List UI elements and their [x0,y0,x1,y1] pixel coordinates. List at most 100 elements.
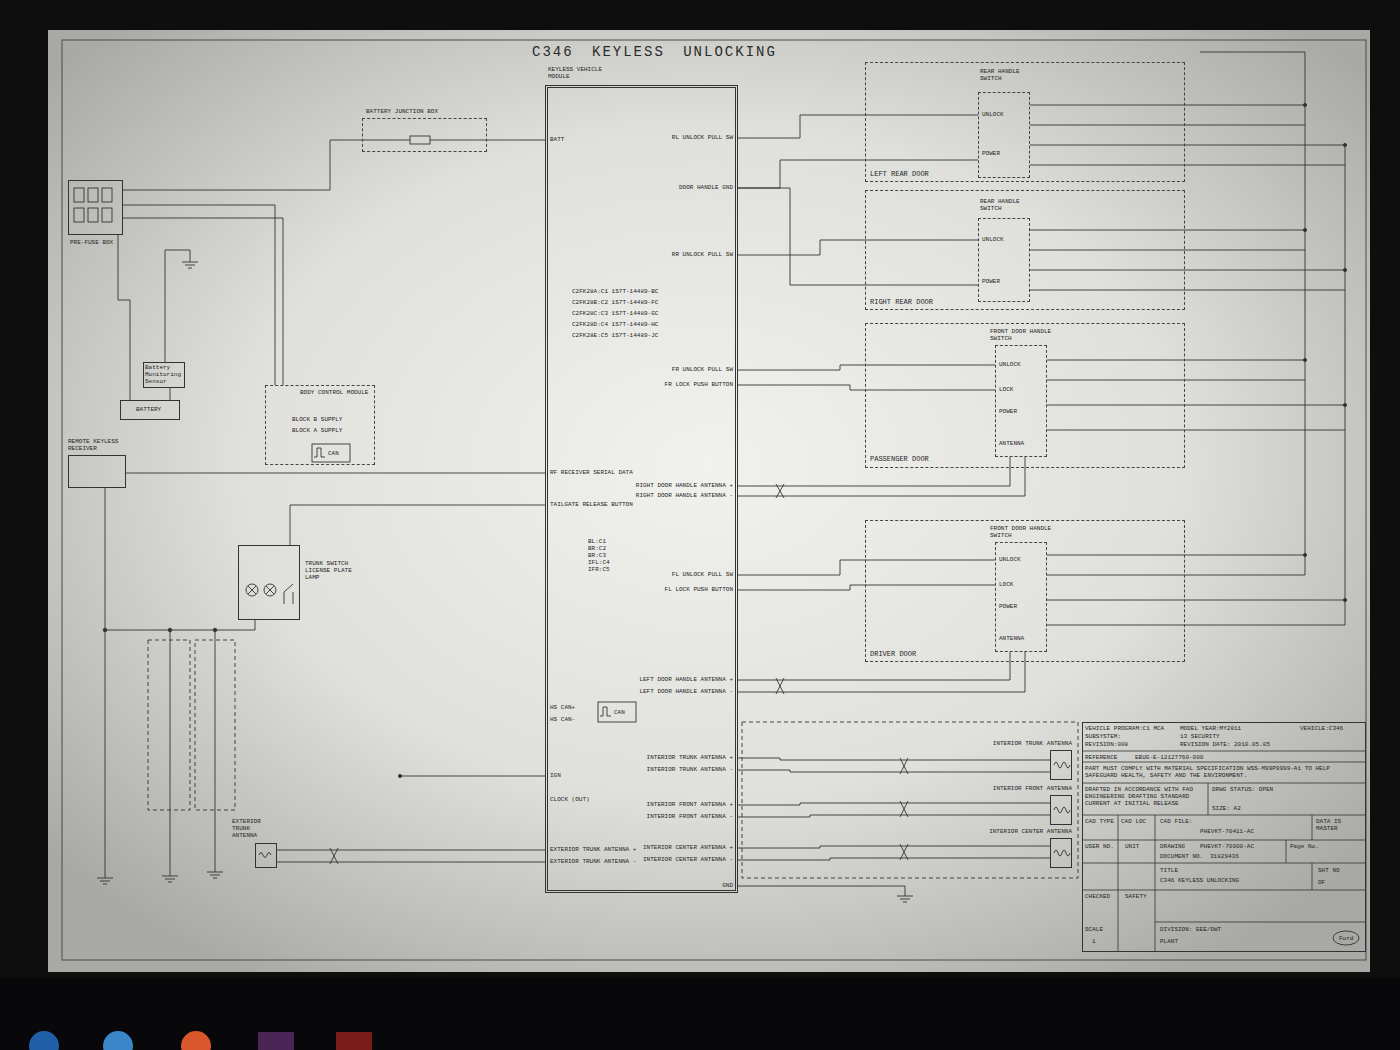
title-block-cell: 1 [1092,938,1096,945]
wire [277,850,545,851]
component-name: INTERIOR TRUNK ANTENNA [993,740,1072,747]
taskbar [181,1031,211,1050]
wire [277,862,545,863]
splice-dot [1303,228,1306,231]
component-name: BATTERY [136,406,161,413]
splice-dot [1303,553,1306,556]
control-module: BODY CONTROL MODULEBLOCK B SUPPLYBLOCK A… [265,385,375,465]
pin-name: TAILGATE RELEASE BUTTON [550,501,633,508]
title-block-cell: CHECKED [1085,893,1110,900]
screen [48,30,1370,972]
wire [1047,360,1345,430]
door-name: RIGHT REAR DOOR [870,298,933,306]
control-module: KEYLESS VEHICLE MODULEC2FK28A:C1 1S7T-14… [545,85,738,893]
pin-name: POWER [999,408,1017,415]
wire [123,140,362,190]
pin-name: CLOCK (OUT) [550,796,590,803]
junction-box: BATTERY JUNCTION BOX [362,118,487,152]
fuse-symbol [102,188,112,202]
can-icon [598,702,636,722]
wire [1047,555,1345,625]
wire [1030,105,1345,165]
pin-name: LEFT DOOR HANDLE ANTENNA - [639,688,733,695]
fuse-symbol [88,188,98,202]
title-block-grid [1082,751,1366,952]
fuse-symbol [88,208,98,222]
pin-name: INTERIOR FRONT ANTENNA - [647,813,733,820]
pin-name: RF RECEIVER SERIAL DATA [550,469,633,476]
antenna: INTERIOR TRUNK ANTENNA [1050,750,1072,780]
pin-name: INTERIOR FRONT ANTENNA + [647,801,733,808]
ground-symbol [162,876,178,882]
switch-name: REAR HANDLE SWITCH [980,68,1028,82]
lamp-symbol [266,586,274,594]
component-name: REMOTE KEYLESS RECEIVER [68,438,128,452]
component-name: BATTERY JUNCTION BOX [366,108,438,115]
splice-dot [1303,358,1306,361]
part-number: C2FK28D:C4 1S7T-14489-HC [572,321,658,328]
wire [105,488,106,878]
antenna: EXTERIOR TRUNK ANTENNA [255,843,277,868]
door-region: PASSENGER DOORFRONT DOOR HANDLE SWITCHUN… [865,323,1185,468]
pin-name: ANTENNA [999,635,1024,642]
wire [738,560,995,575]
splice-dot [1343,143,1346,146]
can-label: CAN [328,450,339,457]
wire [74,52,1366,952]
component-name: INTERIOR CENTER ANTENNA [989,828,1072,835]
wire [165,250,190,362]
trunk-switch: TRUNK SWITCH LICENSE PLATE LAMP [238,545,300,620]
pin-name: HS CAN+ [550,704,575,711]
wire [738,815,1050,817]
pin-name: RIGHT DOOR HANDLE ANTENNA - [636,492,733,499]
wire [738,385,995,390]
fuse-symbol [74,188,84,202]
taskbar [0,978,1400,1050]
lamp-symbol [248,586,256,594]
connector-key: BL:C1 BR:C2 BR:C3 IFL:C4 IFR:C5 [588,538,614,573]
antenna: INTERIOR CENTER ANTENNA [1050,838,1072,868]
wire [126,473,545,474]
title-block-cell: REFERENCE [1085,754,1117,761]
wire [738,115,978,138]
title-block-cell: USER NO. [1085,843,1114,850]
pin-name: UNLOCK [999,556,1021,563]
door-name: LEFT REAR DOOR [870,170,929,178]
pin-name: LOCK [999,386,1013,393]
pin-name: IGN [550,772,561,779]
can-icon [600,707,611,716]
taskbar [103,1031,133,1050]
wire [170,630,171,876]
pin-name: UNLOCK [982,236,1004,243]
wire [1200,52,1345,625]
wire [738,886,905,896]
title-block-cell: DIVISION: EEE/DWT [1160,926,1221,933]
title-block-cell: CAD TYPE [1085,818,1114,825]
title-block-cell: CAD LOC [1121,818,1146,825]
title-block-cell: TITLE [1160,867,1178,874]
pin-name: FL UNLOCK PULL SW [672,571,733,578]
pin-name: LOCK [999,581,1013,588]
pin-name: LEFT DOOR HANDLE ANTENNA + [639,676,733,683]
handle-switch: REAR HANDLE SWITCHUNLOCKPOWER [978,92,1030,178]
door-region: LEFT REAR DOOR REAR HANDLE SWITCHUNLOCKPO… [865,62,1185,182]
title-block-cell: Ford [1339,935,1353,942]
wire [738,240,978,255]
module-name: KEYLESS VEHICLE MODULE [548,66,618,80]
title-block-cell: EBUG-E-12127760-000 [1135,754,1203,761]
pin-name: UNLOCK [999,361,1021,368]
wire [123,205,275,385]
pin-name: FR LOCK PUSH BUTTON [665,381,733,388]
title-block-cell: VEHICLE:C346 [1300,725,1343,732]
pin-name: BLOCK A SUPPLY [292,427,342,434]
wire [118,235,130,400]
door-region: RIGHT REAR DOORREAR HANDLE SWITCHUNLOCKP… [865,190,1185,310]
pin-name: BATT [550,136,564,143]
pin-name: POWER [982,278,1000,285]
antenna: INTERIOR FRONT ANTENNA [1050,795,1072,825]
ground-symbol [897,896,913,902]
pin-name: INTERIOR TRUNK ANTENNA + [647,754,733,761]
title-block-cell: REVISION:008 [1085,741,1128,748]
wire [290,505,545,545]
